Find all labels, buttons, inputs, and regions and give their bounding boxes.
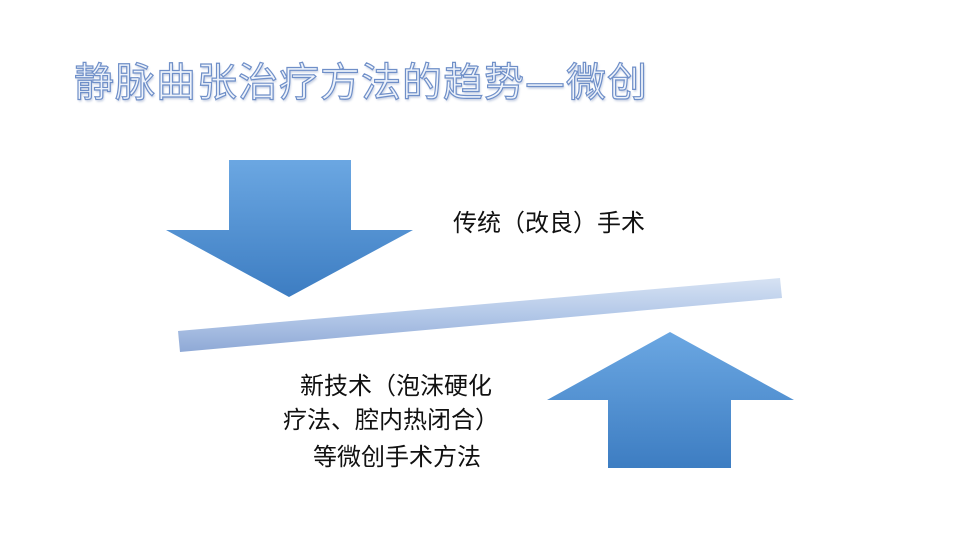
down-arrow bbox=[166, 160, 413, 297]
slide-title: 静脉曲张治疗方法的趋势—微创 bbox=[73, 59, 648, 106]
traditional-surgery-label: 传统（改良）手术 bbox=[453, 209, 645, 237]
up-arrow bbox=[547, 332, 794, 468]
new-tech-label-line2: 疗法、腔内热闭合） bbox=[283, 406, 499, 434]
new-tech-label-line1: 新技术（泡沫硬化 bbox=[300, 372, 492, 400]
new-tech-label-line3: 等微创手术方法 bbox=[313, 443, 481, 471]
balance-bar bbox=[178, 278, 782, 352]
